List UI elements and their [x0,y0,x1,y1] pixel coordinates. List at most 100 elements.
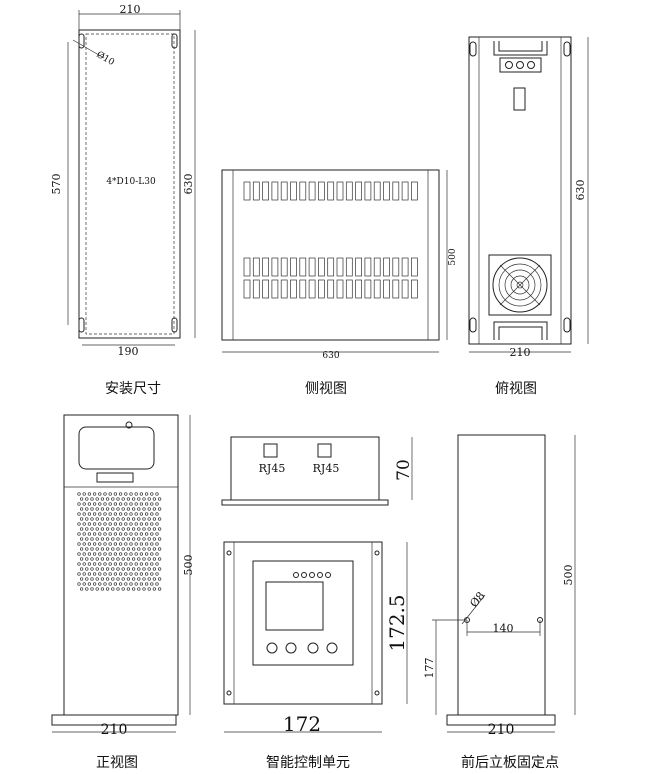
vent-slot [392,279,400,299]
vent-hole [144,532,149,536]
vent-slot [308,257,316,277]
side-view: 630 500 侧视图 [221,169,458,397]
fan-guard-ring [498,263,542,307]
vent-hole [82,522,86,526]
vent-hole [103,492,107,496]
vent-slot [364,279,372,299]
vent-hole [103,562,107,566]
vent-hole [118,542,123,546]
vent-hole [139,492,144,496]
vent-hole [121,577,125,581]
vent-hole [131,507,136,511]
vent-hole [98,522,102,526]
vent-hole [139,572,144,576]
vent-hole [139,552,144,556]
vent-hole [100,577,105,581]
vent-slot [355,257,362,277]
vent-slot [290,257,297,277]
vent-hole [98,502,102,506]
vent-slot [280,181,288,201]
vent-hole [157,537,162,541]
vent-hole [82,552,86,556]
vent-hole [116,517,120,521]
vent-hole [82,492,86,496]
vent-slot [336,257,344,277]
vent-hole [92,572,97,576]
top-dim-right: 630 [574,180,587,201]
vent-hole [82,582,86,586]
vent-slot [336,279,344,299]
install-dim-left: 570 [50,174,63,195]
vent-row-middle [243,257,418,277]
vent-hole [113,512,118,516]
vent-hole [129,522,133,526]
vent-hole [100,497,105,501]
vent-hole [116,527,120,531]
vent-hole [121,507,125,511]
vent-hole [85,507,89,511]
vent-hole [150,492,154,496]
screw-hole [226,690,232,696]
fan-hub [516,281,524,289]
control-unit-view: RJ45 RJ45 70 172.5 172 智能控制单元 [221,436,414,771]
vent-hole [77,522,81,526]
vent-hole [92,492,97,496]
vent-hole [111,527,115,531]
vent-hole [147,507,151,511]
vent-hole [150,582,154,586]
status-led [325,572,331,578]
vent-hole [100,537,105,541]
control-panel-outline [223,541,383,705]
vent-hole [116,557,120,561]
vent-hole [157,567,162,571]
vent-hole [134,572,138,576]
vent-hole [90,557,94,561]
vent-hole [87,562,92,566]
terminal-screw [516,61,524,69]
install-dim-right: 630 [182,174,195,195]
vent-hole [121,517,125,521]
vent-slot [327,279,335,299]
vent-hole [152,587,157,591]
vent-hole [147,557,151,561]
vent-hole [79,577,84,581]
vent-hole [105,517,110,521]
vent-hole [124,552,128,556]
vent-hole [113,562,118,566]
vent-hole [126,557,131,561]
vent-hole [126,547,131,551]
vent-slot [364,257,372,277]
vent-hole [79,507,84,511]
vent-hole [124,532,128,536]
vent-hole [152,497,157,501]
vent-hole [111,557,115,561]
vent-hole [87,522,92,526]
vent-hole [147,547,151,551]
vent-hole [144,522,149,526]
vent-hole [105,497,110,501]
vent-hole [126,497,131,501]
vent-hole [92,582,97,586]
vent-hole [144,492,149,496]
vent-hole [157,517,162,521]
screw-hole [226,550,232,556]
vent-hole [121,537,125,541]
vent-hole [82,532,86,536]
vent-hole [142,587,146,591]
vent-hole [155,552,159,556]
vent-slot [290,181,297,201]
mount-slot [563,41,571,57]
vent-hole [139,512,144,516]
vent-row-bottom [243,279,418,299]
vent-hole [85,587,89,591]
screw-hole [374,690,380,696]
vent-hole [79,557,84,561]
vent-hole [150,512,154,516]
vent-hole [144,552,149,556]
control-caption: 智能控制单元 [266,755,350,771]
vent-hole [150,562,154,566]
vent-hole [77,532,81,536]
leader-line [461,594,486,625]
vent-hole [108,492,112,496]
vent-row-top [243,181,418,201]
